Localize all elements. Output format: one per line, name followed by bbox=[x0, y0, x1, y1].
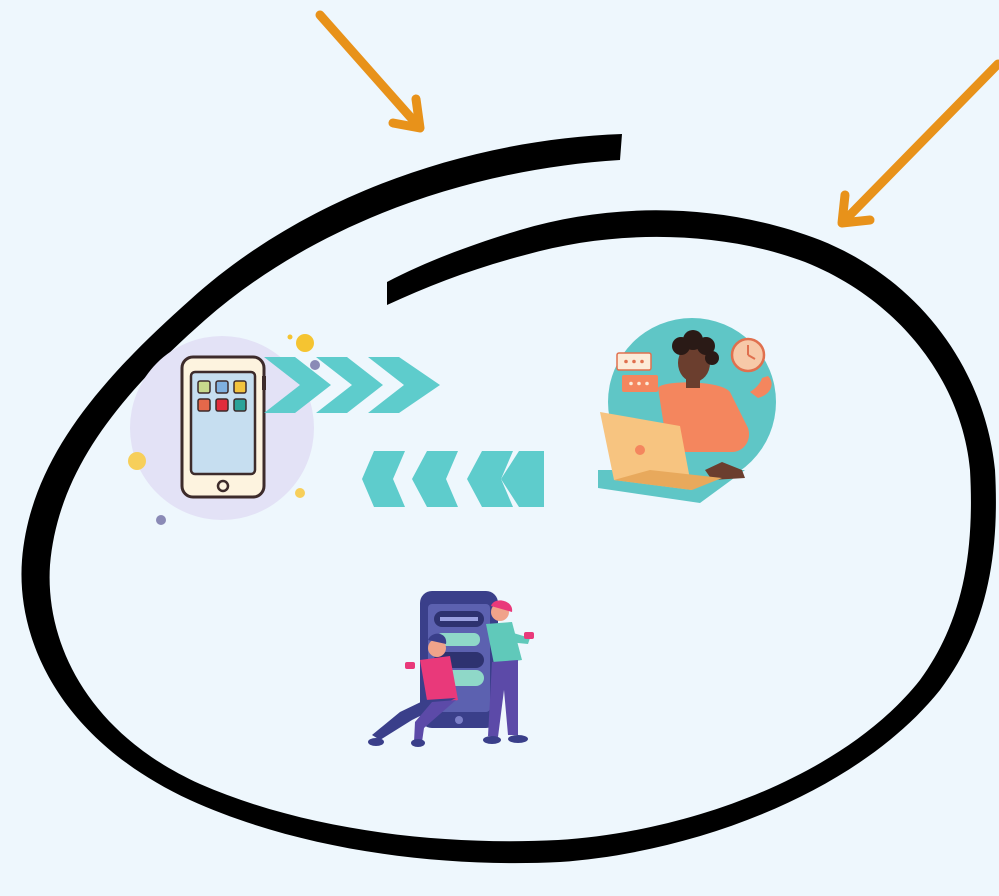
decor-dot bbox=[156, 515, 166, 525]
smartphone-icon bbox=[182, 357, 266, 497]
decor-dot bbox=[310, 360, 320, 370]
decor-dot bbox=[288, 335, 293, 340]
clock-icon bbox=[732, 339, 764, 371]
chat-bubble-icon bbox=[622, 375, 658, 392]
chat-bubble-icon bbox=[617, 353, 651, 370]
decor-dot bbox=[296, 334, 314, 352]
decor-dot bbox=[128, 452, 146, 470]
decor-dot bbox=[295, 488, 305, 498]
